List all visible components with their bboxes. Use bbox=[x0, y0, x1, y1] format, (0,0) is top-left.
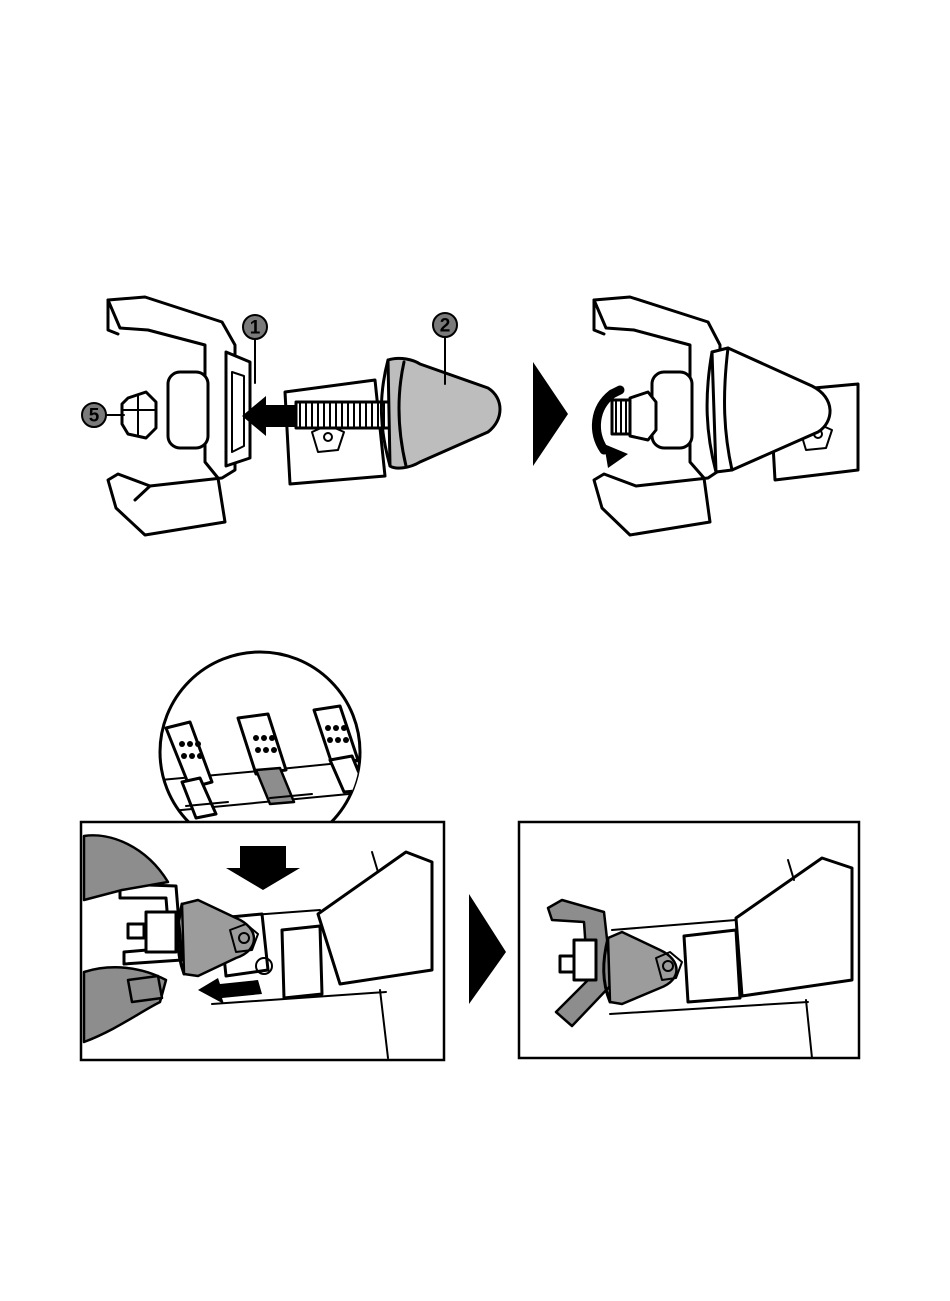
step-1-tighten-nut bbox=[594, 297, 858, 535]
callout-5-label: 5 bbox=[89, 406, 100, 427]
nut bbox=[122, 392, 156, 438]
cone bbox=[381, 358, 500, 468]
threaded-rod bbox=[296, 402, 392, 428]
callout-1: 1 bbox=[243, 315, 267, 339]
clamp-attached-panel bbox=[519, 822, 859, 1058]
attach-clamp-panel bbox=[81, 822, 444, 1060]
step-arrow-icon bbox=[469, 894, 506, 1004]
callout-2-label: 2 bbox=[440, 316, 451, 337]
callout-5: 5 bbox=[82, 403, 106, 427]
callout-1-label: 1 bbox=[250, 318, 261, 339]
callout-2: 2 bbox=[433, 313, 457, 337]
step-arrow-icon bbox=[533, 362, 568, 466]
